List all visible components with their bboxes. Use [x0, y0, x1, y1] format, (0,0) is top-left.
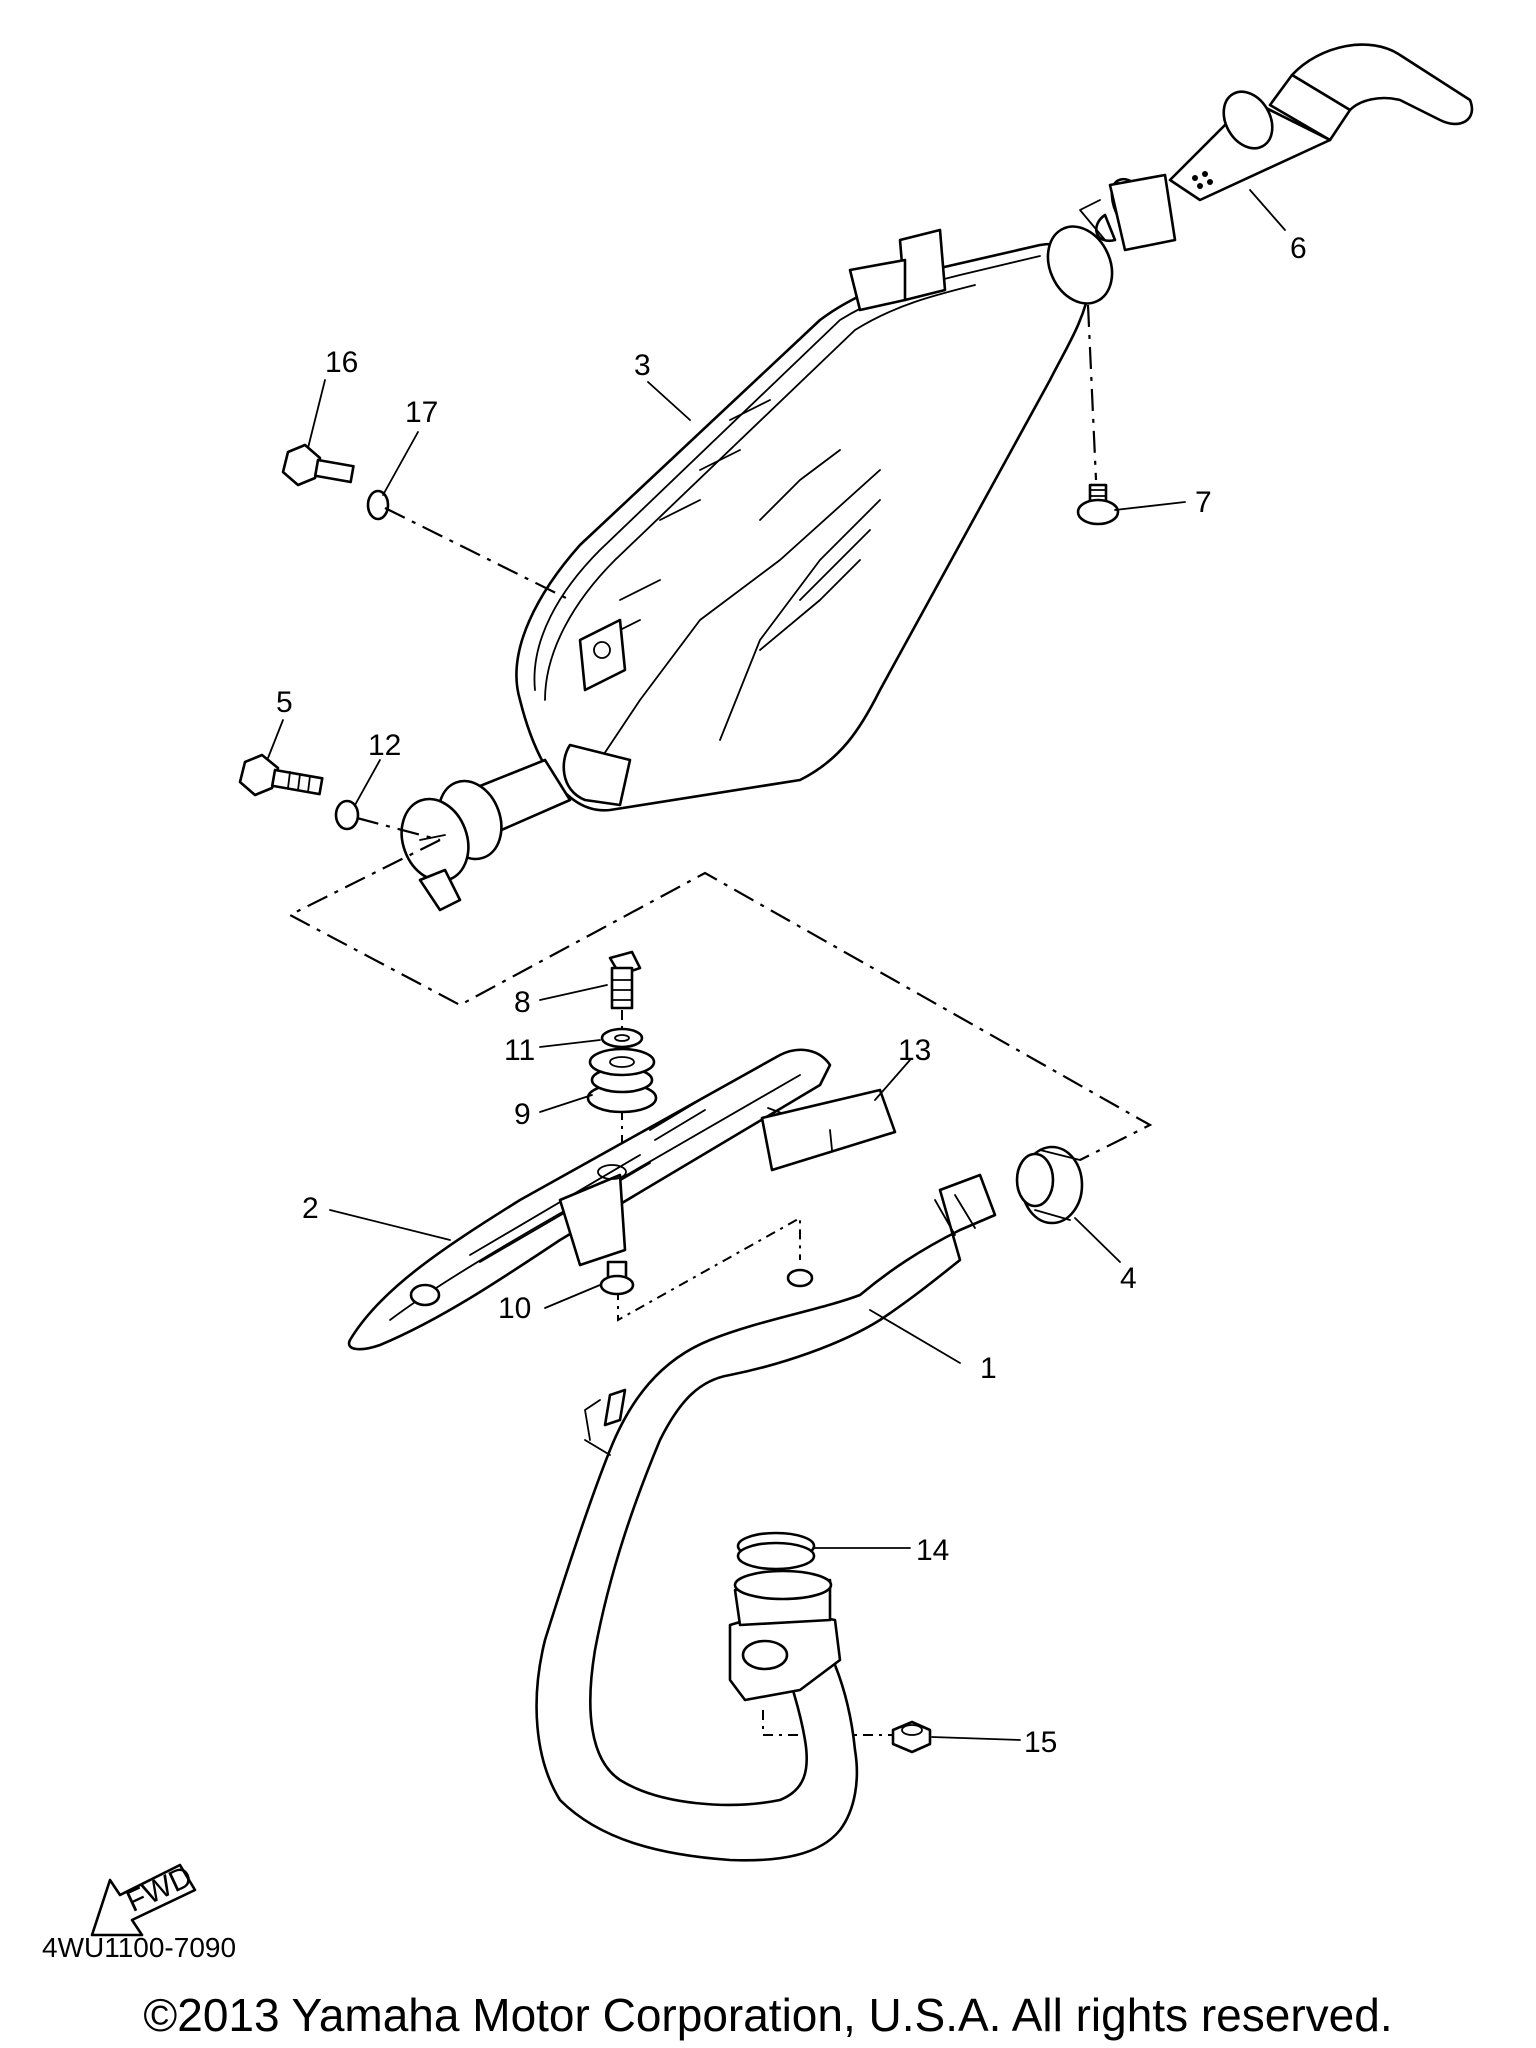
- part-11-washer[interactable]: [600, 1027, 644, 1049]
- callout-4: 4: [1120, 1262, 1137, 1295]
- part-6-tail-pipe[interactable]: [1079, 43, 1474, 252]
- callout-1: 1: [980, 1352, 997, 1385]
- part-8-bolt[interactable]: [608, 950, 642, 1010]
- part-12-washer[interactable]: [334, 799, 360, 831]
- callout-3: 3: [634, 349, 651, 382]
- part-15-nut[interactable]: [891, 1720, 932, 1754]
- part-14-gasket[interactable]: [736, 1531, 816, 1571]
- callout-16: 16: [325, 346, 358, 379]
- callout-12: 12: [368, 729, 401, 762]
- callout-13: 13: [898, 1034, 931, 1067]
- header-flange[interactable]: [728, 1569, 842, 1702]
- part-16-bolt[interactable]: [281, 443, 355, 487]
- callout-2: 2: [302, 1192, 319, 1225]
- leader-lines: [267, 189, 1286, 1741]
- callout-14: 14: [916, 1534, 949, 1567]
- part-3-muffler[interactable]: [515, 216, 1124, 812]
- alignment-line-16: [384, 507, 571, 601]
- copyright-notice: ©2013 Yamaha Motor Corporation, U.S.A. A…: [143, 1989, 1393, 2041]
- part-4-gasket[interactable]: [1015, 1145, 1084, 1225]
- muffler-inlet-clamp[interactable]: [391, 758, 572, 912]
- callout-15: 15: [1024, 1726, 1057, 1759]
- part-5-bolt[interactable]: [238, 753, 324, 797]
- part-1-exhaust-pipe[interactable]: [535, 1173, 997, 1862]
- part-17-washer[interactable]: [366, 489, 390, 521]
- fwd-arrow-icon: FWD: [90, 1860, 198, 1937]
- callout-6: 6: [1290, 232, 1307, 265]
- callout-7: 7: [1195, 486, 1212, 519]
- callout-10: 10: [498, 1292, 531, 1325]
- part-2-protector[interactable]: [347, 1048, 832, 1351]
- callout-11: 11: [504, 1034, 535, 1067]
- alignment-frame: [287, 839, 1153, 1161]
- alignment-line-7: [1086, 304, 1098, 481]
- part-10-collar[interactable]: [599, 1260, 635, 1296]
- callout-5: 5: [276, 686, 293, 719]
- part-13-label[interactable]: [760, 1088, 897, 1172]
- part-7-bolt[interactable]: [1076, 483, 1120, 526]
- callout-17: 17: [405, 396, 438, 429]
- part-9-grommet[interactable]: [586, 1047, 658, 1114]
- callout-8: 8: [514, 986, 531, 1019]
- alignment-line-10: [617, 1216, 801, 1322]
- fwd-label: FWD: [122, 1860, 198, 1919]
- callout-9: 9: [514, 1098, 531, 1131]
- drawing-code: 4WU1100-7090: [42, 1932, 237, 1963]
- alignment-line-5: [356, 816, 441, 842]
